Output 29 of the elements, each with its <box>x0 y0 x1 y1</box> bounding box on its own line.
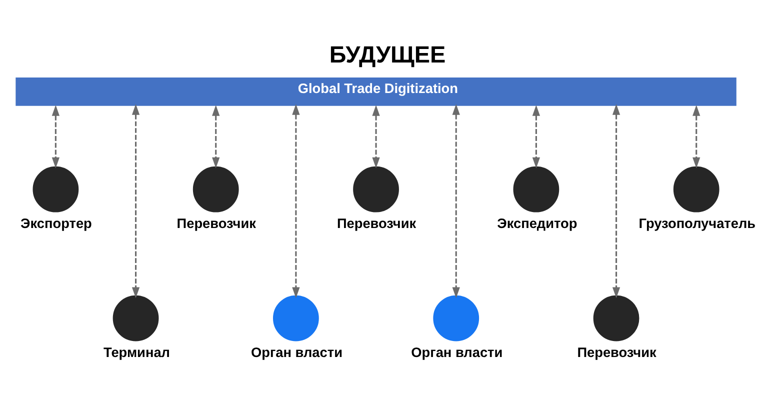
node-label: Перевозчик <box>577 345 656 360</box>
node-circle <box>433 295 480 342</box>
node-circle <box>513 166 560 212</box>
node-circle <box>112 295 159 342</box>
node-circle <box>192 166 239 212</box>
node-circle <box>593 295 640 342</box>
node-label: Грузополучатель <box>638 216 756 232</box>
arrow <box>372 104 380 168</box>
arrow <box>612 104 620 298</box>
node-circle <box>32 166 79 212</box>
arrow <box>212 104 220 168</box>
arrow <box>52 104 60 168</box>
node-label: Экспедитор <box>497 216 578 232</box>
node-label: Экспортер <box>20 216 92 232</box>
node-circle <box>273 295 319 342</box>
arrow <box>692 104 700 168</box>
node-circle <box>353 166 399 212</box>
node-circle <box>673 166 720 212</box>
node-label: Орган власти <box>251 345 342 360</box>
node-label: Перевозчик <box>176 216 256 232</box>
node-label: Перевозчик <box>336 216 416 232</box>
node-label: Терминал <box>104 345 170 360</box>
node-label: Орган власти <box>411 345 503 360</box>
arrow <box>452 104 460 298</box>
arrow <box>532 104 540 168</box>
diagram-title: БУДУЩЕЕ <box>329 42 446 68</box>
arrow <box>292 104 300 298</box>
node-box: Global Trade Digitization <box>16 78 736 106</box>
arrow <box>132 104 140 298</box>
